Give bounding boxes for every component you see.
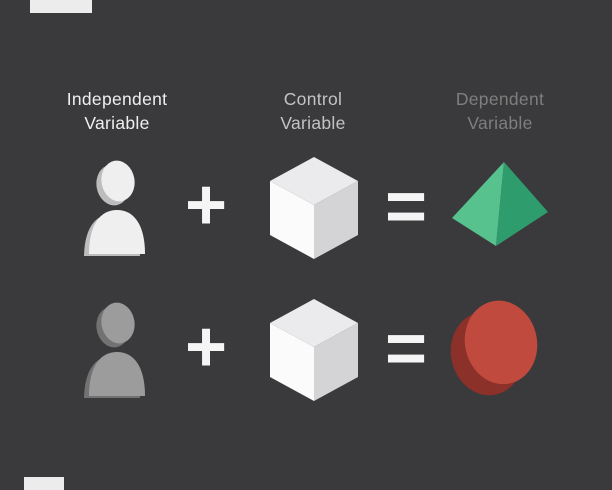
watermark-artifact-top	[30, 0, 92, 13]
person-icon-light	[78, 156, 156, 261]
watermark-artifact-bottom	[24, 477, 64, 490]
header-line: Independent	[66, 89, 168, 109]
header-line: Control	[283, 89, 343, 109]
plus-icon: +	[184, 165, 228, 245]
pyramid-icon	[450, 158, 550, 255]
header-line: Dependent	[455, 89, 545, 109]
equals-icon: =	[384, 167, 428, 247]
cube-icon	[266, 155, 362, 266]
plus-icon: +	[184, 307, 228, 387]
person-icon-dark	[78, 298, 156, 403]
header-line: Variable	[467, 113, 533, 133]
cube-icon	[266, 297, 362, 408]
equals-icon: =	[384, 309, 428, 389]
column-header-independent: Independent Variable	[27, 87, 207, 135]
header-line: Variable	[84, 113, 150, 133]
disc-icon	[444, 300, 552, 401]
header-line: Variable	[280, 113, 346, 133]
column-header-control: Control Variable	[223, 87, 403, 135]
column-header-dependent: Dependent Variable	[410, 87, 590, 135]
